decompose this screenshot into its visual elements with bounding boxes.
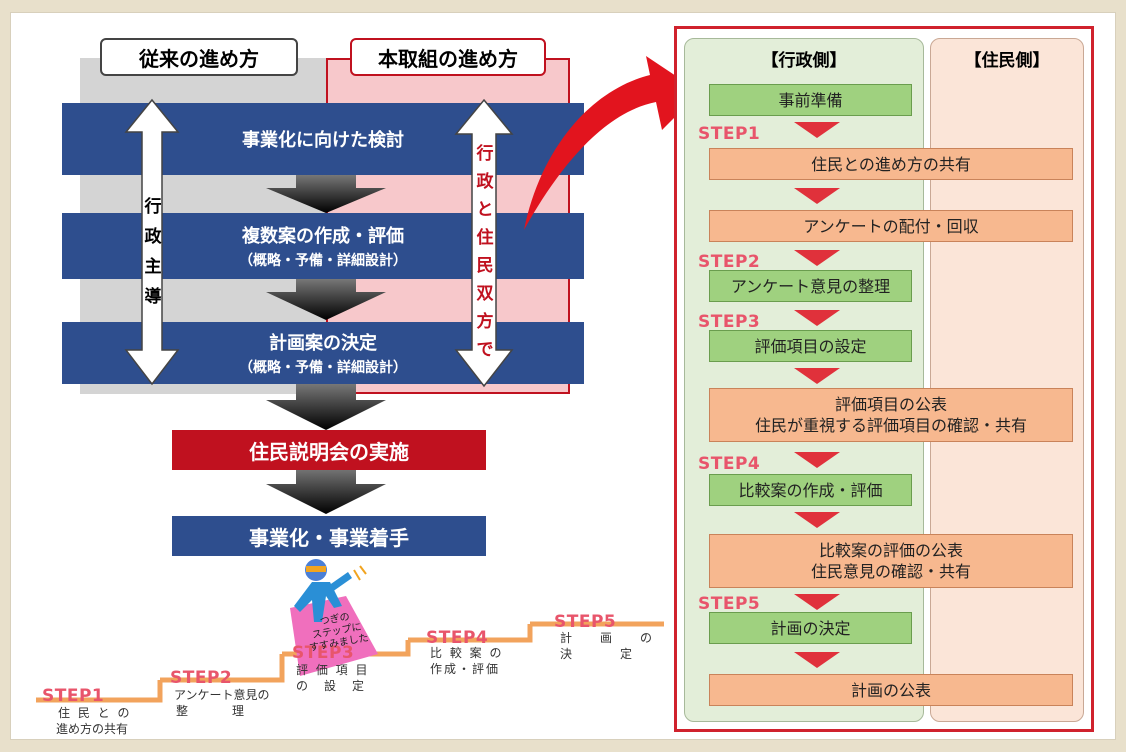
vchar: 政 (144, 227, 162, 247)
box-survey: アンケートの配付・回収 (709, 210, 1073, 242)
stair-1 (36, 680, 163, 703)
red-curved-arrow (524, 56, 700, 230)
down-arrow-2 (266, 279, 386, 320)
stair-label-2: STEP2 (170, 668, 233, 688)
runner-arm (328, 572, 352, 592)
stair-text-3b: の 設 定 (296, 679, 367, 693)
admin-header: 【行政側】 (761, 51, 847, 71)
stair-text-2b: 整 理 (176, 704, 247, 718)
tri-7 (794, 512, 840, 528)
vertical-admin-led: 行 政 主 導 (142, 192, 164, 312)
tri-4 (794, 310, 840, 326)
double-arrow-right (454, 98, 514, 388)
box-publish-plan: 計画の公表 (709, 674, 1073, 706)
stair-text-4b: 作成・評価 (430, 662, 501, 676)
new-header: 本取組の進め方 (350, 38, 546, 76)
box-organize-survey: アンケート意見の整理 (709, 270, 912, 302)
box-decide-plan: 計画の決定 (709, 612, 912, 644)
stair-text-2a: アンケート意見の (174, 688, 270, 702)
box-pre-prep: 事前準備 (709, 84, 912, 116)
runner-body (294, 582, 342, 622)
project-commence-label: 事業化・事業着手 (249, 525, 409, 550)
stair-text-5a: 計 画 の (560, 631, 661, 645)
vertical-both-sides: 行 政 と 住 民 双 方 で (474, 140, 496, 364)
vchar: 行 (476, 144, 494, 164)
stair-label-3: STEP3 (292, 643, 355, 663)
stair-text-5b: 決 定 (560, 647, 641, 661)
stair-text-3a: 評 価 項 目 (296, 663, 370, 677)
vchar: 住 (476, 228, 494, 248)
stair-label-1: STEP1 (42, 686, 105, 706)
vchar: 民 (476, 256, 494, 276)
vchar: 行 (144, 197, 162, 217)
runner-mask (306, 566, 326, 572)
box-survey-label: アンケートの配付・回収 (803, 216, 979, 236)
band-project-study-label: 事業化に向けた検討 (242, 130, 404, 151)
tri-2 (794, 188, 840, 204)
stair-label-4: STEP4 (426, 628, 489, 648)
resident-briefing-label: 住民説明会の実施 (249, 439, 409, 464)
box-publish-items: 評価項目の公表 住民が重視する評価項目の確認・共有 (709, 388, 1073, 442)
vchar: 政 (476, 172, 494, 192)
stair-label-5: STEP5 (554, 612, 617, 632)
stair-text-1b: 進め方の共有 (56, 722, 129, 736)
box-compare-label: 比較案の作成・評価 (738, 480, 883, 500)
box-organize-survey-label: アンケート意見の整理 (730, 276, 891, 296)
box-publish-compare: 比較案の評価の公表 住民意見の確認・共有 (709, 534, 1073, 588)
traditional-header: 従来の進め方 (100, 38, 298, 76)
box-set-items-label: 評価項目の設定 (754, 336, 867, 356)
vchar: と (476, 200, 494, 220)
tri-1 (794, 122, 840, 138)
vchar: 双 (476, 284, 494, 304)
tri-3 (794, 250, 840, 266)
flow-step-1: STEP1 (698, 124, 761, 144)
box-publish-plan-label: 計画の公表 (850, 680, 931, 700)
box-publish-compare-label-1: 比較案の評価の公表 (818, 541, 963, 560)
flow-step-4: STEP4 (698, 454, 761, 474)
project-commence: 事業化・事業着手 (172, 516, 486, 556)
band-plan-decision-sub: （概略・予備・詳細設計） (239, 360, 407, 376)
stair-2 (160, 654, 285, 683)
box-set-items: 評価項目の設定 (709, 330, 912, 362)
stair-4 (408, 624, 533, 643)
box-decide-plan-label: 計画の決定 (770, 618, 851, 638)
resident-briefing: 住民説明会の実施 (172, 430, 486, 470)
band-create-evaluate-label: 複数案の作成・評価 (242, 226, 404, 247)
flow-step-3: STEP3 (698, 312, 761, 332)
band-create-evaluate-sub: （概略・予備・詳細設計） (239, 253, 407, 269)
box-publish-items-label-2: 住民が重視する評価項目の確認・共有 (754, 416, 1027, 435)
stair-text-4a: 比 較 案 の (430, 646, 504, 660)
vchar: で (476, 340, 494, 360)
tri-6 (794, 452, 840, 468)
box-compare: 比較案の作成・評価 (709, 474, 912, 506)
stair-text-1a: 住 民 と の (58, 706, 132, 720)
down-arrow-1 (266, 175, 386, 213)
box-publish-items-label-1: 評価項目の公表 (834, 395, 947, 414)
vchar: 導 (144, 287, 162, 307)
flow-step-5: STEP5 (698, 594, 761, 614)
box-share-process-label: 住民との進め方の共有 (811, 154, 971, 174)
down-arrow-3 (266, 384, 386, 430)
double-arrow-left (124, 98, 180, 386)
tri-8 (794, 594, 840, 610)
vchar: 方 (476, 312, 494, 332)
sparkle (353, 565, 367, 581)
box-pre-prep-label: 事前準備 (778, 90, 843, 110)
tri-9 (794, 652, 840, 668)
band-plan-decision-label: 計画案の決定 (269, 333, 377, 354)
box-share-process: 住民との進め方の共有 (709, 148, 1073, 180)
flow-step-2: STEP2 (698, 252, 761, 272)
box-publish-compare-label-2: 住民意見の確認・共有 (810, 562, 971, 581)
step-sign (290, 596, 378, 676)
vchar: 主 (144, 257, 162, 277)
resident-header: 【住民側】 (964, 51, 1050, 71)
down-arrow-4 (266, 468, 386, 514)
tri-5 (794, 368, 840, 384)
